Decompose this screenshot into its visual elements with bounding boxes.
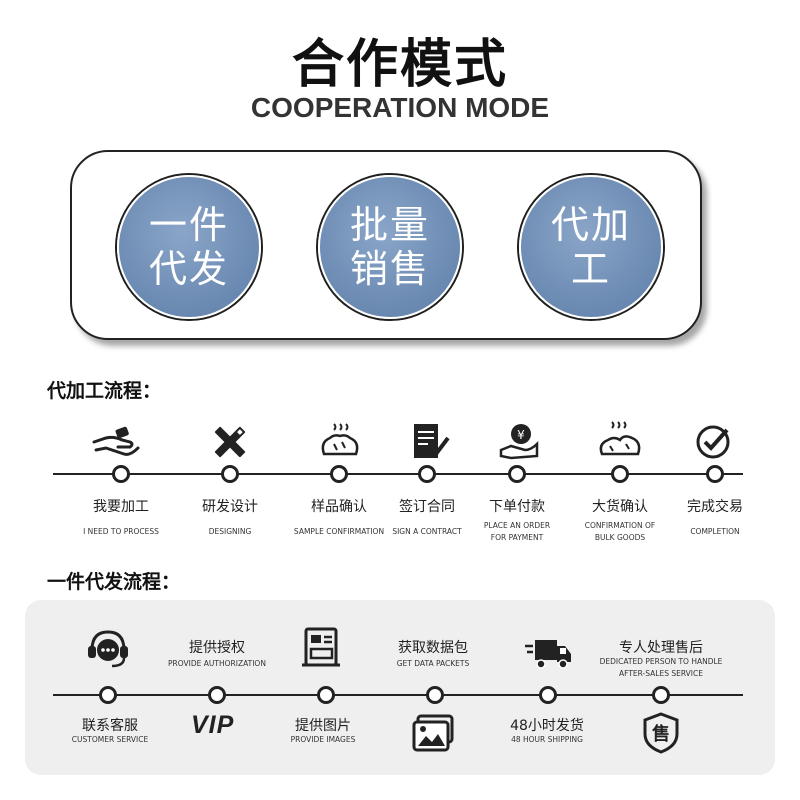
dropship-node bbox=[426, 686, 444, 704]
oem-step-label: 样品确认 bbox=[311, 499, 367, 515]
images-icon bbox=[412, 714, 454, 752]
page-subtitle: COOPERATION MODE bbox=[250, 92, 550, 123]
oem-step-label: 完成交易 bbox=[687, 499, 743, 515]
dropship-step-en: CUSTOMER SERVICE bbox=[71, 735, 149, 744]
dropship-step-label: 专人处理售后 bbox=[619, 640, 703, 656]
dropship-timeline-line bbox=[53, 694, 743, 696]
dropship-step-en: PROVIDE IMAGES bbox=[290, 735, 356, 744]
svg-text:¥: ¥ bbox=[517, 428, 525, 442]
oem-node bbox=[508, 465, 526, 483]
oem-step-label: 我要加工 bbox=[93, 499, 149, 515]
payment-icon: ¥ bbox=[499, 424, 539, 460]
oem-step-label: 下单付款 bbox=[489, 499, 545, 515]
mode-wholesale[interactable]: 批量销售 bbox=[318, 175, 462, 319]
oem-node bbox=[330, 465, 348, 483]
hand-icon bbox=[92, 426, 140, 456]
oem-process-title: 代加工流程： bbox=[47, 380, 162, 402]
oem-step-label: 研发设计 bbox=[202, 499, 258, 515]
oem-timeline-line bbox=[53, 473, 743, 475]
oem-node bbox=[418, 465, 436, 483]
oem-step-en: SIGN A CONTRACT bbox=[392, 527, 462, 536]
delivery-truck-icon bbox=[525, 640, 571, 669]
dropship-step-label: 提供图片 bbox=[295, 718, 351, 734]
dropship-step-label: 48小时发货 bbox=[510, 718, 584, 734]
mode-dropship-label: 一件代发 bbox=[148, 203, 229, 291]
dropship-node bbox=[652, 686, 670, 704]
oem-step-en: COMPLETION bbox=[690, 527, 740, 536]
vip-icon: VIP bbox=[191, 711, 235, 739]
mode-oem-label: 代加工 bbox=[550, 203, 631, 291]
dropship-node bbox=[539, 686, 557, 704]
dropship-step-en: DEDICATED PERSON TO HANDLE AFTER-SALES S… bbox=[599, 657, 723, 678]
dropship-node bbox=[99, 686, 117, 704]
customer-service-icon bbox=[88, 630, 128, 668]
dropship-node bbox=[208, 686, 226, 704]
oem-step-en: DESIGNING bbox=[208, 527, 252, 536]
mode-oem[interactable]: 代加工 bbox=[519, 175, 663, 319]
dropship-step-en: GET DATA PACKETS bbox=[396, 659, 470, 668]
mode-dropship[interactable]: 一件代发 bbox=[117, 175, 261, 319]
oem-node bbox=[706, 465, 724, 483]
authorization-document-icon bbox=[302, 627, 340, 667]
dropship-step-en: PROVIDE AUTHORIZATION bbox=[168, 659, 266, 668]
dropship-node bbox=[317, 686, 335, 704]
dropship-step-en: 48 HOUR SHIPPING bbox=[511, 735, 583, 744]
bulk-goods-icon bbox=[599, 421, 641, 456]
dropship-process-title: 一件代发流程： bbox=[47, 571, 181, 593]
oem-step-en: PLACE AN ORDER FOR PAYMENT bbox=[483, 521, 551, 542]
oem-step-label: 签订合同 bbox=[399, 499, 455, 515]
dropship-step-label: 提供授权 bbox=[189, 640, 245, 656]
oem-step-label: 大货确认 bbox=[592, 499, 648, 515]
oem-step-en: SAMPLE CONFIRMATION bbox=[293, 527, 385, 536]
check-circle-icon bbox=[696, 425, 730, 459]
bread-sample-icon bbox=[321, 423, 359, 456]
oem-node bbox=[112, 465, 130, 483]
page-title: 合作模式 bbox=[291, 35, 508, 95]
oem-node bbox=[611, 465, 629, 483]
design-tools-icon bbox=[214, 426, 246, 458]
contract-icon bbox=[414, 424, 450, 458]
after-sales-glyph: 售 bbox=[652, 724, 670, 745]
oem-step-en: I NEED TO PROCESS bbox=[83, 527, 159, 536]
oem-node bbox=[221, 465, 239, 483]
dropship-step-label: 获取数据包 bbox=[398, 640, 468, 656]
dropship-step-label: 联系客服 bbox=[82, 718, 138, 734]
oem-step-en: CONFIRMATION OF BULK GOODS bbox=[584, 521, 656, 542]
mode-wholesale-label: 批量销售 bbox=[349, 203, 430, 291]
after-sales-shield-icon: 售 bbox=[642, 712, 680, 754]
